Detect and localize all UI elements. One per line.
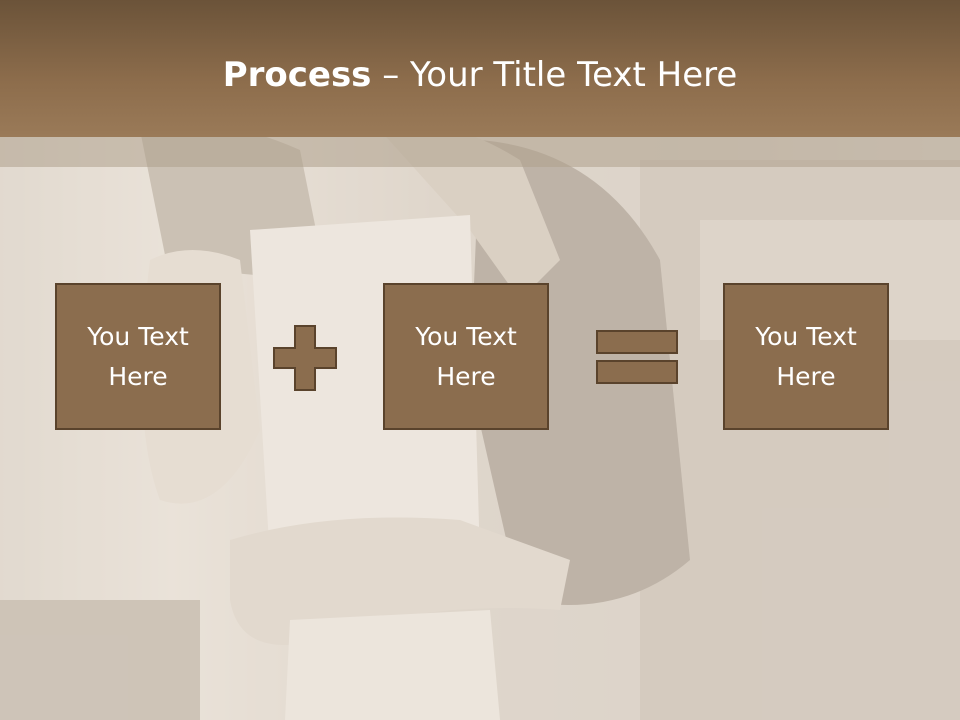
process-box-1[interactable]: You Text Here: [55, 283, 221, 430]
title-strip: [0, 137, 960, 167]
box-1-line-2: Here: [108, 361, 168, 391]
slide-title[interactable]: Process – Your Title Text Here: [0, 52, 960, 98]
title-bold: Process: [222, 55, 372, 95]
title-rest: – Your Title Text Here: [382, 55, 738, 95]
process-box-2[interactable]: You Text Here: [383, 283, 549, 430]
box-2-line-2: Here: [436, 361, 496, 391]
process-box-3[interactable]: You Text Here: [723, 283, 889, 430]
equals-icon[interactable]: [596, 330, 678, 384]
box-2-line-1: You Text: [415, 321, 517, 351]
title-band: [0, 0, 960, 137]
plus-icon[interactable]: [273, 325, 337, 391]
box-3-line-2: Here: [776, 361, 836, 391]
box-1-line-1: You Text: [87, 321, 189, 351]
box-3-line-1: You Text: [755, 321, 857, 351]
